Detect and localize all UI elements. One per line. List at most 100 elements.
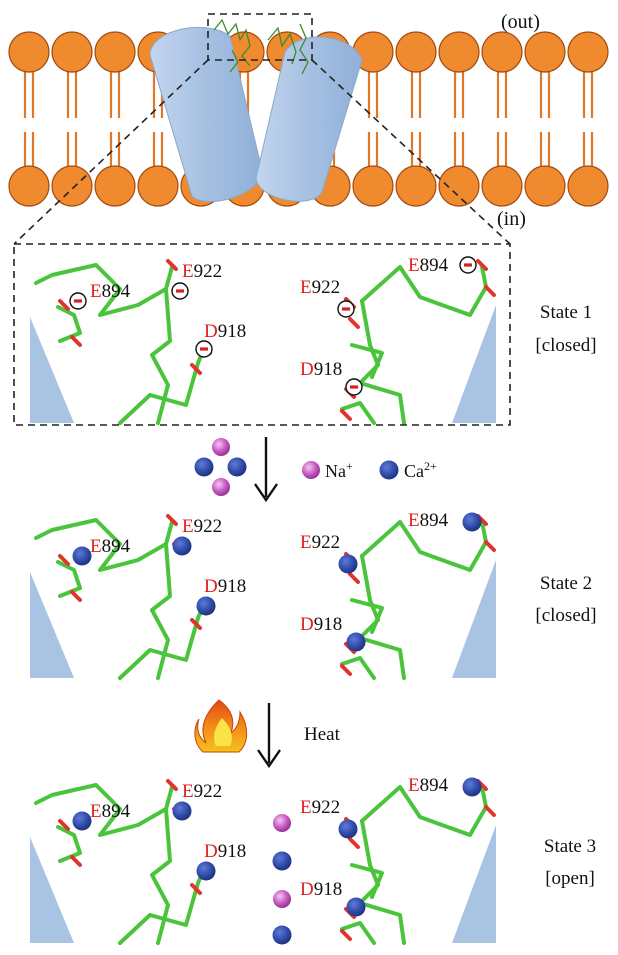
zoom-source-box: [207, 13, 313, 61]
residue-label-e894-left: E894: [90, 281, 131, 302]
permeating-calcium-ion: [272, 925, 292, 945]
backbone-right: [358, 554, 406, 680]
backbone-left: [34, 783, 172, 945]
calcium-ion: [227, 457, 247, 477]
residue-number: 894: [420, 510, 449, 531]
residue-number: 922: [312, 532, 341, 553]
lipid-head: [8, 31, 50, 73]
lipid-head: [395, 165, 437, 207]
helix-wedge-left: [30, 317, 74, 423]
side-chain-e922-left: [164, 520, 174, 546]
lipid-head: [481, 165, 523, 207]
bound-calcium-ion: [172, 801, 192, 821]
negative-charge-bar: [350, 385, 358, 389]
oxygen-atom: [484, 540, 496, 552]
oxygen-atom: [166, 514, 178, 526]
residue-number: 894: [102, 536, 131, 557]
residue-number: 922: [312, 277, 341, 298]
channel-helix-right: [255, 36, 363, 202]
residue-letter: D: [300, 614, 314, 635]
residue-number: 922: [194, 261, 223, 282]
bound-calcium-ion: [196, 861, 216, 881]
transition-arrow-1: [254, 437, 278, 503]
residue-label-e894-left: E894: [90, 536, 131, 557]
residue-letter: D: [300, 359, 314, 380]
state-1-label: State 1 [closed]: [535, 302, 596, 356]
residue-number: 922: [194, 781, 223, 802]
lipid-head: [524, 165, 566, 207]
sodium-legend-icon: [302, 461, 320, 479]
residue-letter: D: [204, 321, 218, 342]
helix-wedge-right: [452, 560, 496, 678]
backbone-right-ring: [350, 863, 384, 899]
backbone-right-tail: [340, 921, 376, 945]
lipid-head: [567, 165, 609, 207]
residue-letter: E: [300, 277, 312, 298]
lipid-head: [94, 31, 136, 73]
residue-number: 894: [102, 801, 131, 822]
residue-number: 918: [314, 359, 343, 380]
state-1-zoom-box: [13, 243, 511, 426]
oxygen-atom: [70, 335, 82, 347]
oxygen-atom: [70, 855, 82, 867]
lipid-head: [8, 165, 50, 207]
backbone-left: [34, 263, 172, 425]
lipid-head: [94, 165, 136, 207]
backbone-right-ring: [350, 598, 384, 634]
backbone-left: [34, 518, 172, 680]
residue-letter: E: [90, 801, 102, 822]
backbone-left-branch: [118, 616, 200, 680]
oxygen-atom: [348, 837, 360, 849]
transition-arrow-2: [257, 703, 281, 769]
ion-cluster: [194, 438, 247, 496]
oxygen-atom: [190, 883, 202, 895]
oxygen-atom: [58, 299, 70, 311]
residue-letter: E: [90, 281, 102, 302]
residue-number: 922: [194, 516, 223, 537]
zoom-guide-left: [13, 59, 209, 245]
residue-label-d918-right: D918: [300, 879, 342, 900]
state-2-condition: [closed]: [535, 605, 596, 626]
bound-calcium-ion: [172, 536, 192, 556]
bound-calcium-ion: [72, 546, 92, 566]
selectivity-filter-right: [267, 23, 309, 75]
oxygen-atom: [476, 259, 488, 271]
residue-number: 918: [314, 614, 343, 635]
residue-number: 918: [314, 879, 343, 900]
sodium-legend-label: Na+: [325, 459, 353, 481]
residue-letter: E: [408, 255, 420, 276]
residue-number: 894: [420, 775, 449, 796]
state-1-condition: [closed]: [535, 335, 596, 356]
residue-label-e922-right: E922: [300, 277, 340, 298]
residue-letter: E: [182, 261, 194, 282]
lipid-head: [438, 165, 480, 207]
backbone-right: [358, 299, 406, 425]
calcium-legend-label: Ca2+: [404, 459, 437, 481]
heat-label: Heat: [304, 724, 341, 745]
residue-letter: E: [408, 510, 420, 531]
oxygen-atom: [340, 929, 352, 941]
oxygen-atom: [58, 554, 70, 566]
bound-calcium-ion: [462, 777, 482, 797]
permeating-calcium-ion: [272, 851, 292, 871]
oxygen-atom: [340, 664, 352, 676]
zoom-guides: [13, 13, 511, 245]
residue-letter: E: [300, 532, 312, 553]
oxygen-atom: [484, 805, 496, 817]
backbone-right-tail: [340, 656, 376, 680]
oxygen-atom: [166, 259, 178, 271]
residue-label-e894-right: E894: [408, 775, 449, 796]
helix-wedge-right: [452, 305, 496, 423]
backbone-left-branch: [118, 361, 200, 425]
state-3-condition: [open]: [545, 868, 595, 889]
residue-letter: E: [90, 536, 102, 557]
state-3-name: State 3: [544, 836, 596, 857]
oxygen-atom: [340, 409, 352, 421]
oxygen-atom: [348, 317, 360, 329]
